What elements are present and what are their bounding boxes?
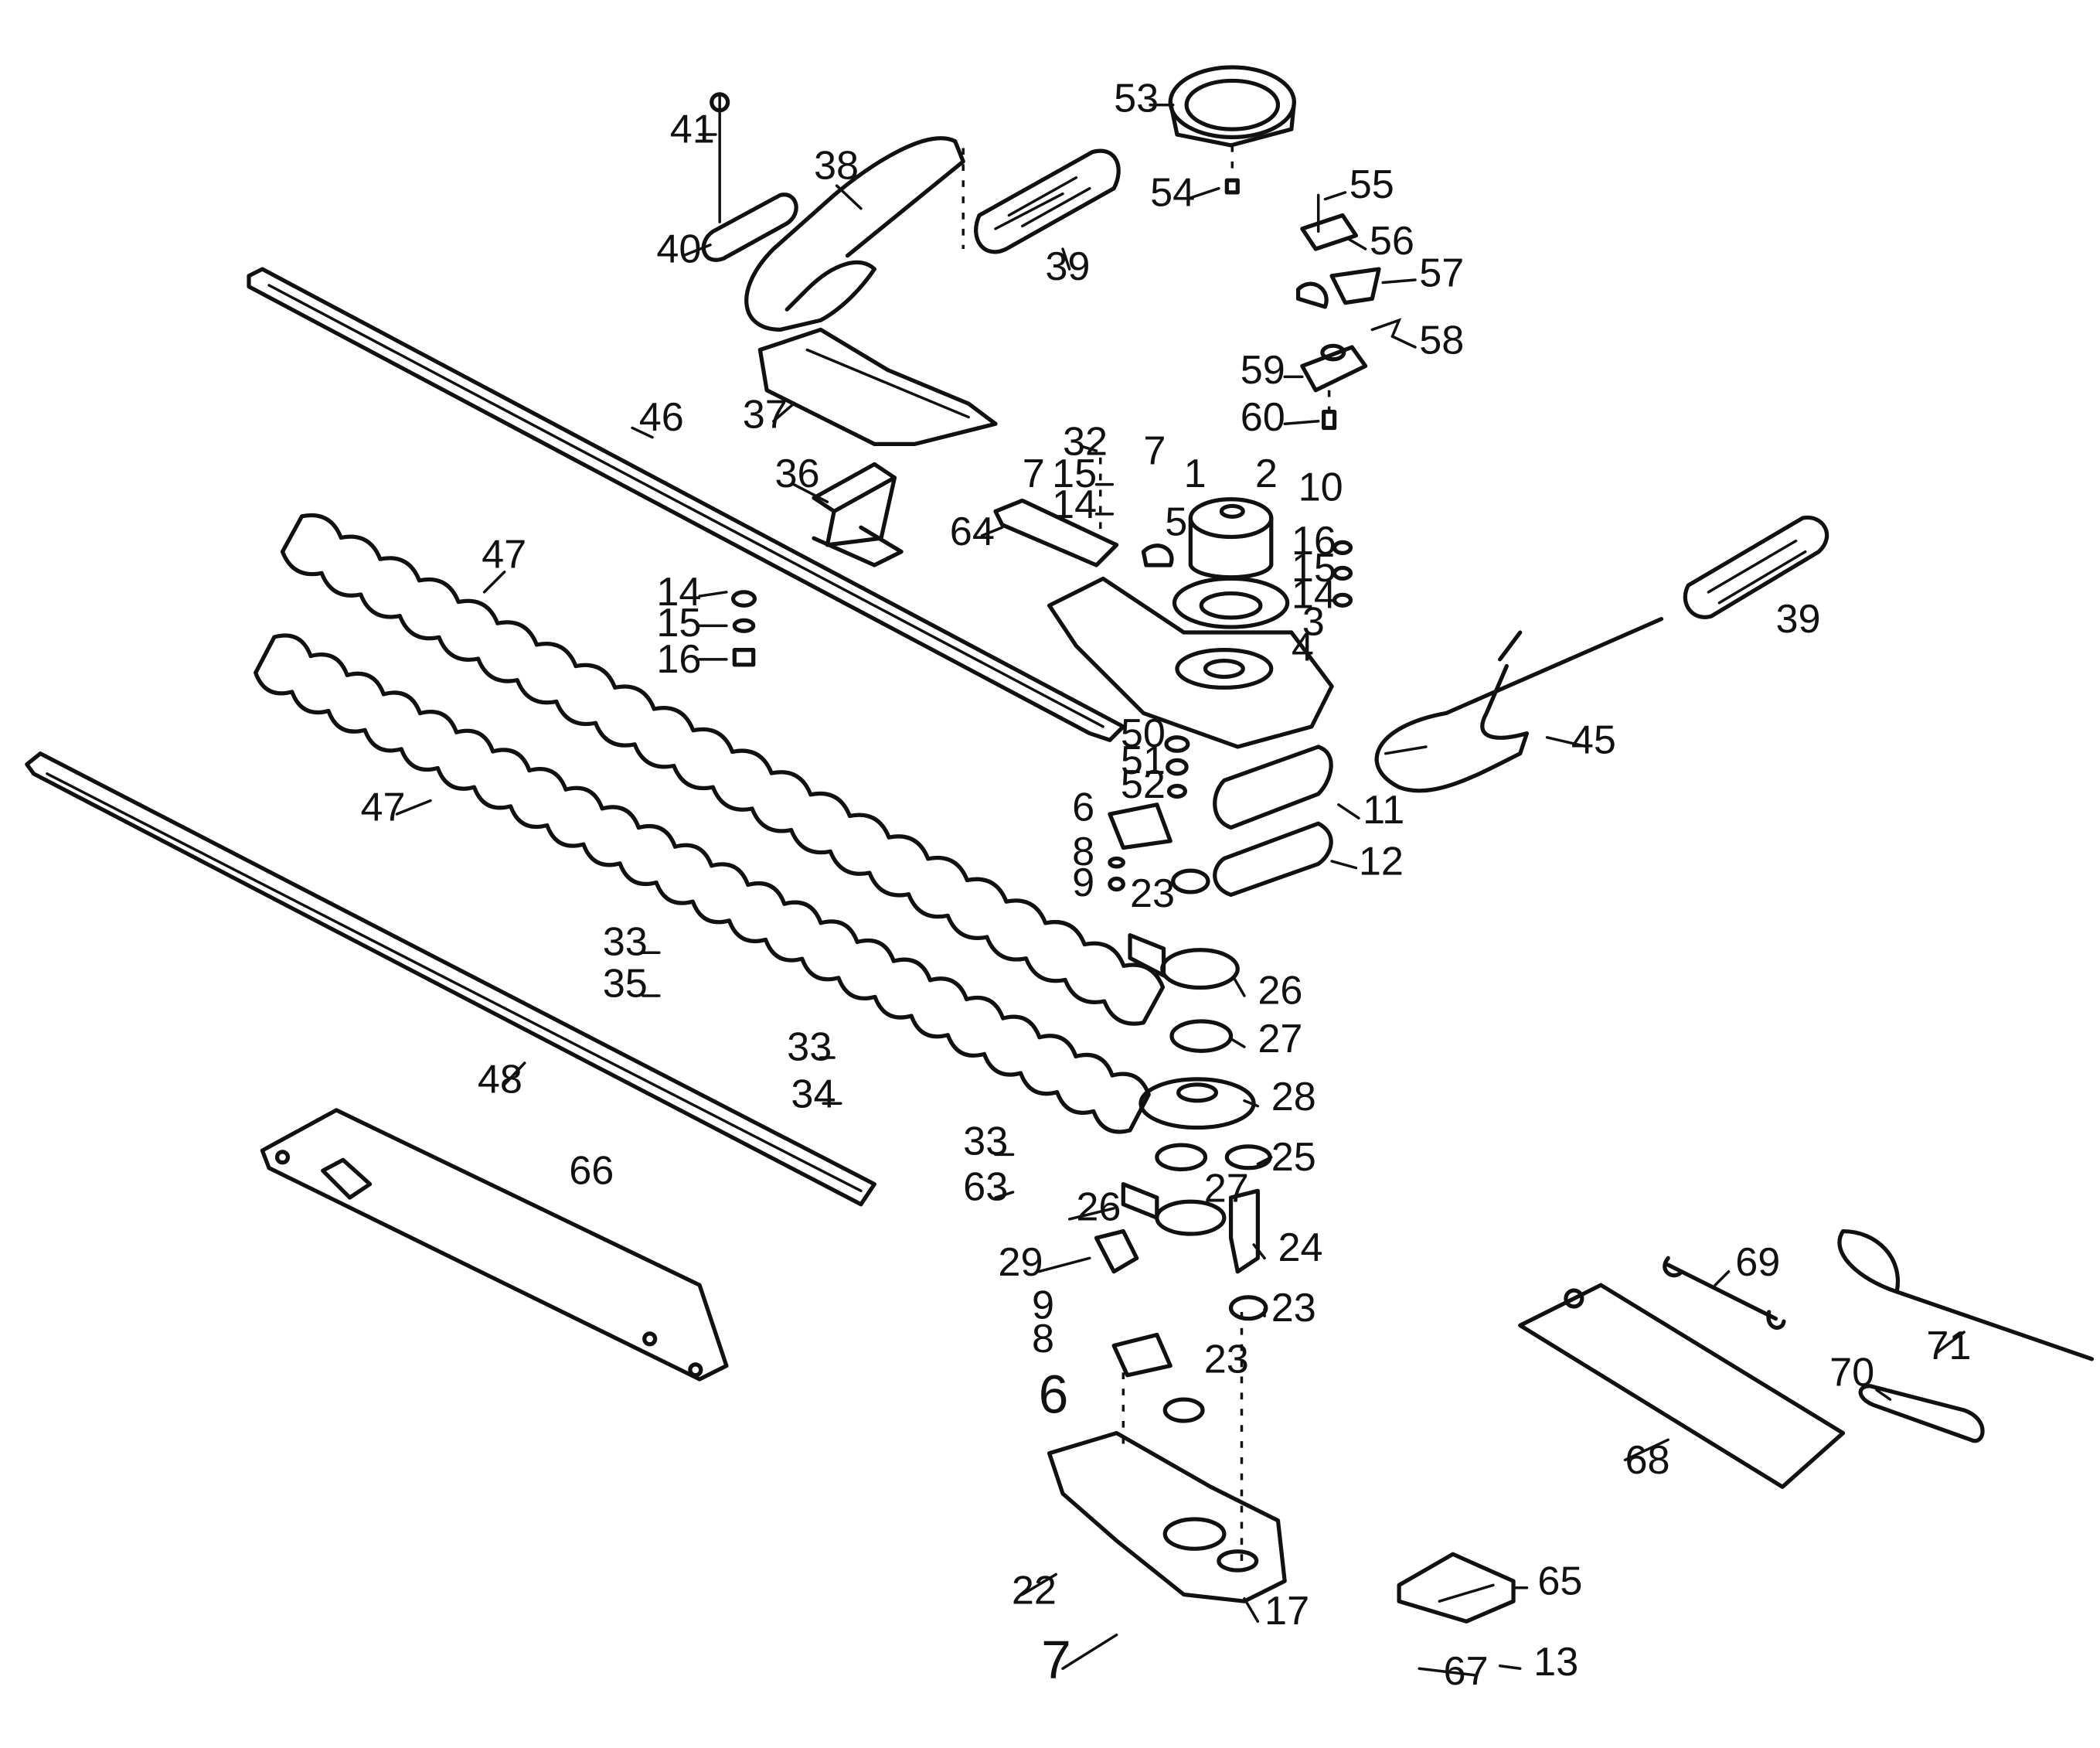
callout-53: 53 (1114, 76, 1159, 121)
callout-3: 3 (1302, 600, 1325, 645)
callout-25: 25 (1271, 1135, 1316, 1180)
washers-right (1332, 540, 1353, 608)
callout-36: 36 (775, 451, 820, 496)
blade-bar-part (247, 267, 1125, 742)
callout-14b: 14 (1052, 482, 1097, 527)
callout-22: 22 (1012, 1569, 1057, 1613)
handle-clamp-part (701, 92, 798, 262)
callout-11: 11 (1363, 788, 1404, 833)
callout-46: 46 (639, 395, 684, 440)
callout-8b: 8 (1032, 1317, 1054, 1361)
rear-handle-part (1374, 515, 1829, 793)
callout-38: 38 (814, 143, 859, 188)
callout-60: 60 (1241, 395, 1285, 440)
callout-41: 41 (670, 107, 715, 152)
callout-10: 10 (1298, 465, 1343, 509)
washers-left (730, 590, 757, 667)
callout-50: 50 (1121, 711, 1166, 756)
callout-58: 58 (1419, 319, 1464, 363)
callout-40: 40 (656, 227, 701, 271)
callout-26a: 26 (1258, 968, 1302, 1013)
callout-16b: 16 (1292, 519, 1336, 564)
tube-clamp-part (1213, 745, 1333, 898)
callout-7a: 7 (1023, 451, 1045, 496)
clamp-plate-part (993, 457, 1119, 567)
callout-12: 12 (1359, 839, 1404, 884)
callout-51: 51 (1121, 738, 1166, 783)
callout-57: 57 (1419, 251, 1464, 296)
gear-case-upper (1047, 497, 1334, 749)
callout-28: 28 (1271, 1075, 1316, 1119)
leader-lines (395, 104, 1966, 1677)
callout-6a: 6 (1072, 785, 1094, 830)
blade-cover-part (25, 751, 876, 1207)
callout-15b: 15 (1052, 451, 1097, 496)
callout-9a: 9 (1072, 860, 1094, 905)
callout-68: 68 (1625, 1438, 1670, 1483)
callout-64: 64 (950, 509, 995, 554)
callout-33a: 33 (603, 920, 648, 965)
callout-48: 48 (478, 1057, 522, 1102)
callout-70: 70 (1829, 1351, 1874, 1395)
callout-47a: 47 (482, 532, 526, 577)
lower-housing-part (1047, 1311, 1287, 1603)
callout-5: 5 (1165, 500, 1187, 545)
bottom-plate-part (1397, 1552, 1516, 1624)
callout-63: 63 (963, 1165, 1008, 1210)
callout-66: 66 (569, 1149, 614, 1194)
callout-7c: 7 (1041, 1629, 1071, 1689)
callout-16a: 16 (656, 637, 701, 682)
throttle-parts (1295, 193, 1402, 431)
callout-labels: 1 2 3 4 5 6 6 7 7 7 8 8 9 9 10 11 12 13 … (360, 76, 1971, 1694)
ring-clamp-part (1168, 65, 1296, 195)
callout-29: 29 (998, 1240, 1043, 1285)
callout-65: 65 (1537, 1559, 1582, 1603)
callout-8a: 8 (1072, 830, 1094, 874)
callout-55: 55 (1350, 162, 1394, 207)
protector-plate-part (260, 1108, 729, 1382)
callout-6b: 6 (1039, 1365, 1069, 1425)
lower-small-parts (1108, 735, 1210, 894)
callout-69: 69 (1735, 1240, 1780, 1285)
hand-guard-part (757, 327, 998, 446)
callout-32: 32 (1063, 419, 1108, 464)
callout-39b: 39 (1775, 597, 1820, 642)
callout-23b: 23 (1271, 1286, 1316, 1331)
callout-56: 56 (1370, 219, 1414, 264)
cutter-blade-upper (280, 513, 1166, 1026)
callout-14c: 14 (1292, 573, 1336, 618)
callout-33b: 33 (787, 1025, 832, 1070)
callout-24: 24 (1278, 1225, 1322, 1270)
callout-23a: 23 (1130, 871, 1175, 916)
drive-parts (1094, 933, 1272, 1321)
callout-27b: 27 (1204, 1166, 1249, 1211)
callout-45: 45 (1571, 718, 1616, 763)
callout-1: 1 (1184, 451, 1207, 496)
bracket-part (812, 462, 904, 567)
callout-35: 35 (603, 962, 648, 1007)
callout-23c: 23 (1204, 1337, 1249, 1382)
front-handle-part (744, 136, 1121, 332)
callout-14a: 14 (656, 570, 701, 615)
callout-52: 52 (1121, 762, 1166, 807)
callout-54: 54 (1150, 170, 1195, 215)
callout-27a: 27 (1258, 1017, 1302, 1061)
callout-13: 13 (1533, 1640, 1578, 1685)
callout-4: 4 (1292, 625, 1314, 670)
callout-15a: 15 (656, 601, 701, 646)
cutter-blade-lower (254, 633, 1151, 1134)
callout-17: 17 (1264, 1589, 1309, 1634)
callout-47b: 47 (360, 785, 405, 830)
callout-33c: 33 (963, 1119, 1008, 1164)
tool-kit (1518, 1228, 2095, 1489)
callout-34: 34 (791, 1072, 836, 1116)
callout-15c: 15 (1292, 546, 1336, 591)
callout-7b: 7 (1143, 428, 1166, 473)
callout-2: 2 (1255, 451, 1278, 496)
callout-9b: 9 (1032, 1283, 1054, 1328)
callout-71: 71 (1926, 1324, 1971, 1368)
callout-59: 59 (1241, 348, 1285, 393)
